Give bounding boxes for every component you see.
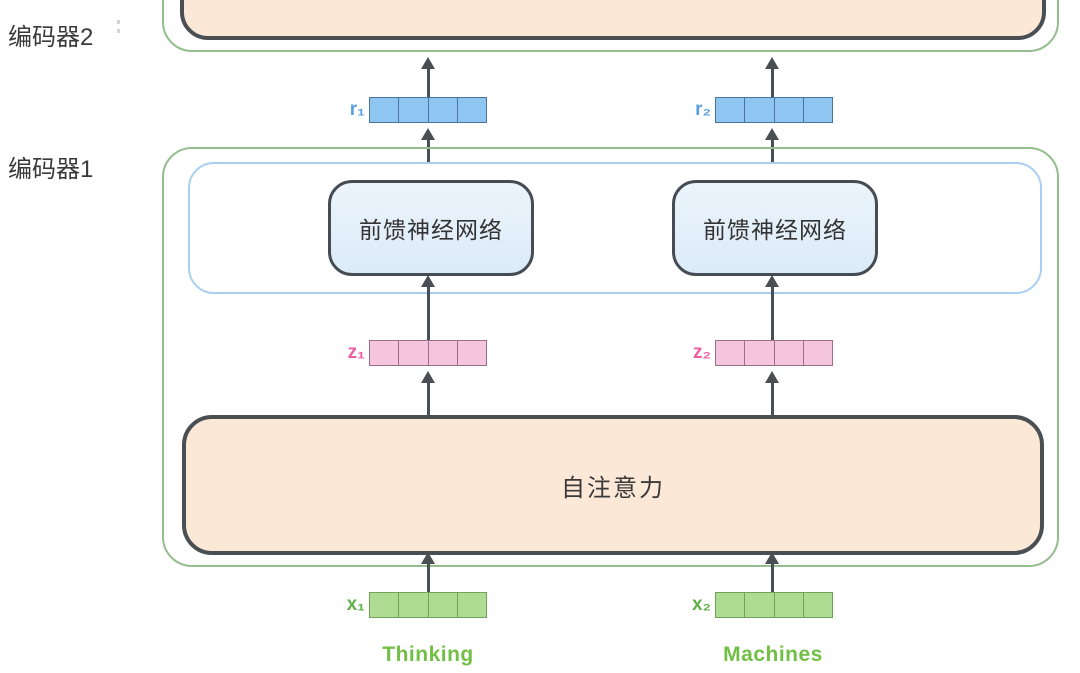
vector-cell (429, 341, 458, 365)
input-word-thinking: Thinking (382, 643, 474, 666)
r2-vector (715, 97, 833, 123)
z2-vector-label: z₂ (693, 342, 711, 363)
arrow-attention-to-z1 (420, 371, 436, 415)
encoder2-attention-box-partial (180, 0, 1046, 40)
arrow-x1-to-attention (420, 552, 436, 592)
vector-cell (775, 593, 804, 617)
vector-cell (429, 593, 458, 617)
encoder2-outline (162, 0, 1059, 52)
vector-cell (745, 341, 775, 365)
input-word-machines: Machines (723, 643, 823, 666)
x2-vector (715, 592, 833, 618)
vector-cell (458, 98, 486, 122)
z1-vector (369, 340, 487, 366)
arrow-x2-to-attention (764, 552, 780, 592)
x1-vector-label: x₁ (346, 594, 365, 615)
vector-cell (370, 98, 400, 122)
vector-cell (716, 98, 746, 122)
vector-cell (804, 98, 832, 122)
arrow-r1-to-encoder2 (420, 57, 436, 97)
stray-mark (117, 20, 120, 35)
r1-vector-label: r₁ (349, 99, 365, 120)
r2-vector-label: r₂ (695, 99, 711, 120)
vector-cell (775, 341, 804, 365)
z2-vector (715, 340, 833, 366)
self-attention-box: 自注意力 (182, 415, 1044, 555)
vector-cell (399, 98, 429, 122)
r1-vector (369, 97, 487, 123)
feed-forward-layer-outline (188, 162, 1042, 294)
vector-cell (399, 341, 429, 365)
vector-cell (716, 341, 746, 365)
arrow-attention-to-z2 (764, 371, 780, 415)
encoder1-outline (162, 147, 1059, 567)
vector-cell (745, 593, 775, 617)
z1-vector-label: z₁ (347, 342, 365, 363)
vector-cell (399, 593, 429, 617)
vector-cell (458, 341, 486, 365)
vector-cell (458, 593, 486, 617)
arrow-r2-to-encoder2 (764, 57, 780, 97)
arrow-ffn2-to-r2 (764, 128, 780, 180)
arrow-z1-to-ffn1 (420, 275, 436, 341)
vector-cell (716, 593, 746, 617)
feed-forward-box-1: 前馈神经网络 (328, 180, 534, 276)
x1-vector (369, 592, 487, 618)
feed-forward-box-2: 前馈神经网络 (672, 180, 878, 276)
vector-cell (804, 341, 832, 365)
encoder2-label: 编码器2 (8, 24, 94, 51)
vector-cell (370, 593, 400, 617)
vector-cell (804, 593, 832, 617)
x2-vector-label: x₂ (691, 594, 711, 615)
arrow-ffn1-to-r1 (420, 128, 436, 180)
vector-cell (745, 98, 775, 122)
arrow-z2-to-ffn2 (764, 275, 780, 341)
vector-cell (775, 98, 804, 122)
vector-cell (429, 98, 458, 122)
encoder1-label: 编码器1 (8, 156, 94, 183)
vector-cell (370, 341, 400, 365)
